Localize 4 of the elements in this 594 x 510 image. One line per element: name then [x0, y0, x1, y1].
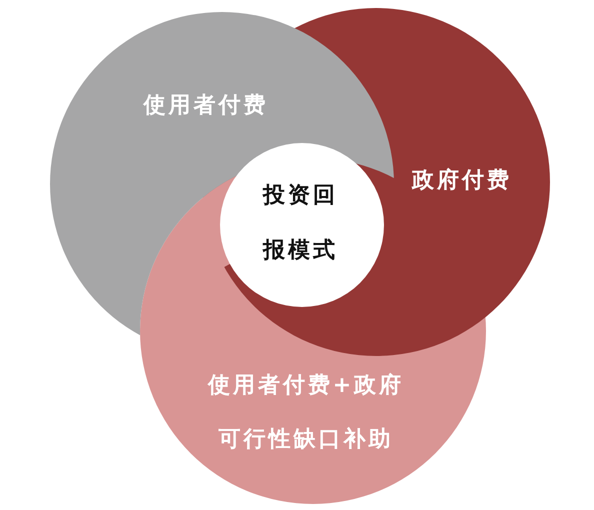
center-label: 投资回报模式 [263, 182, 339, 264]
circle-label: 使用者付费 [144, 92, 268, 120]
circle-label: 使用者付费+政府可行性缺口补助 [206, 372, 406, 454]
circle-label: 政府付费 [412, 166, 512, 195]
